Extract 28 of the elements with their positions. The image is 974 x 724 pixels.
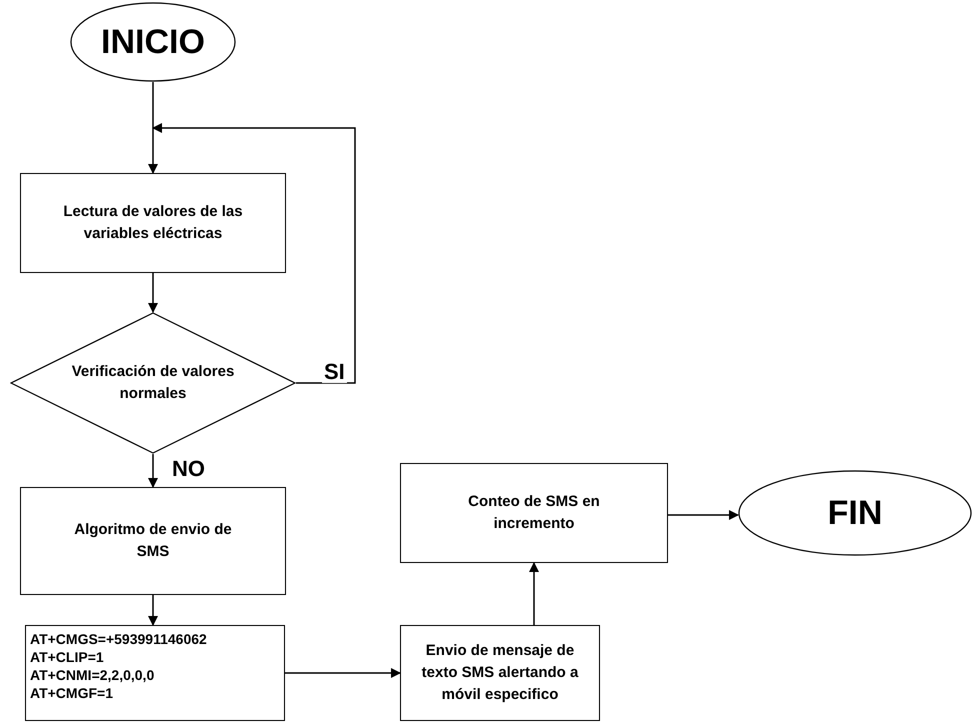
edge-label: SI [322, 361, 347, 383]
node-text: Algoritmo de envio de SMS [73, 520, 233, 562]
arrow [148, 273, 158, 313]
process-box [400, 625, 600, 721]
process-box [20, 173, 286, 273]
arrow [668, 510, 739, 520]
decision-diamond [10, 312, 296, 454]
terminal-ellipse [738, 470, 972, 556]
node-text: AT+CNMI=2,2,0,0,0 [30, 666, 154, 684]
node-text: AT+CLIP=1 [30, 648, 104, 666]
arrow [148, 595, 158, 626]
node-text: FIN [828, 492, 882, 534]
node-text: Verificación de valores normales [70, 362, 236, 404]
node-text: Lectura de valores de las variables eléctricas [62, 202, 244, 244]
arrow [148, 454, 158, 488]
arrow [152, 123, 356, 384]
process-box [400, 463, 668, 563]
node-text: Envio de mensaje de texto SMS alertando a móvil especifico [420, 641, 580, 705]
terminal-ellipse [70, 2, 236, 82]
node-text: AT+CMGF=1 [30, 684, 113, 702]
process-box [25, 625, 285, 721]
node-text: Conteo de SMS en incremento [467, 492, 601, 534]
arrow [285, 668, 401, 678]
process-box [20, 487, 286, 595]
arrow [148, 82, 158, 174]
node-text: INICIO [101, 22, 205, 62]
node-text: AT+CMGS=+593991146062 [30, 630, 207, 648]
arrow [529, 562, 539, 625]
